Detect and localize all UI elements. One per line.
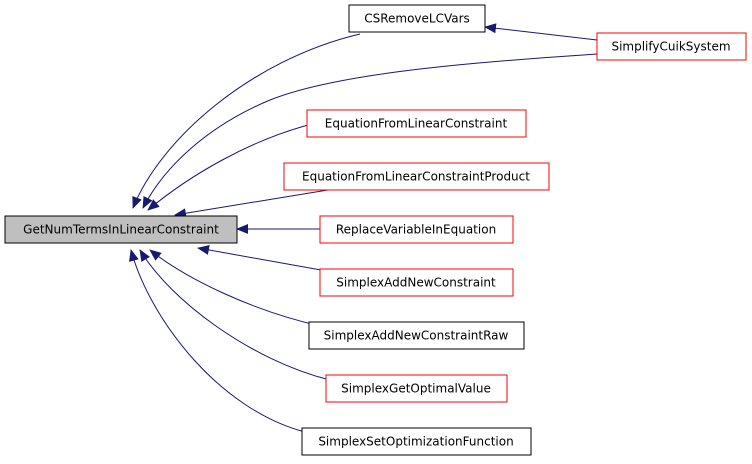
node-label: SimplexAddNewConstraint [336,276,496,290]
edge-simplex-get-optimal-value-to-root [139,249,331,381]
node-box [319,268,514,297]
node-simplify-cuik-system[interactable]: SimplifyCuikSystem [596,32,747,61]
node-box [306,109,527,138]
node-equation-from-linear-constraint[interactable]: EquationFromLinearConstraint [306,109,527,138]
node-simplex-add-new-constraint[interactable]: SimplexAddNewConstraint [319,268,514,297]
node-label: SimplexAddNewConstraintRaw [324,329,509,343]
edge-simplex-add-new-constraint-raw-to-root [149,249,321,327]
node-equation-from-linear-constraint-product[interactable]: EquationFromLinearConstraintProduct [283,162,550,191]
edge-simplify-cuik-system-to-root [142,53,598,209]
node-get-num-terms-in-linear-constraint[interactable]: GetNumTermsInLinearConstraint [4,215,238,244]
root-node-box [4,215,238,244]
edge-simplex-add-new-constraint-to-root [197,245,333,273]
node-label: SimplexGetOptimalValue [341,382,491,396]
node-box [283,162,550,191]
edge-layer [129,23,598,433]
node-box [308,321,525,350]
node-label: CSRemoveLCVars [364,12,470,26]
node-label: EquationFromLinearConstraint [325,117,508,131]
node-simplex-get-optimal-value[interactable]: SimplexGetOptimalValue [325,374,508,403]
node-simplex-set-optimization-function[interactable]: SimplexSetOptimizationFunction [301,427,532,456]
node-label: ReplaceVariableInEquation [336,223,496,237]
node-box [348,4,486,33]
node-label: SimplexSetOptimizationFunction [318,435,513,449]
node-simplex-add-new-constraint-raw[interactable]: SimplexAddNewConstraintRaw [308,321,525,350]
root-node-label: GetNumTermsInLinearConstraint [23,223,219,237]
node-box [325,374,508,403]
node-box [319,215,514,244]
node-label: SimplifyCuikSystem [611,40,730,54]
node-replace-variable-in-equation[interactable]: ReplaceVariableInEquation [319,215,514,244]
edge-simplex-set-optimization-function-to-root [129,249,306,433]
node-box [301,427,532,456]
edge-equation-from-linear-constraint-product-to-root [174,187,341,219]
edge-equation-from-linear-constraint-to-root [147,123,313,211]
edge-simplify-cuik-system-to-cs-remove-lc-vars [484,23,598,41]
node-cs-remove-lc-vars[interactable]: CSRemoveLCVars [348,4,486,33]
node-label: EquationFromLinearConstraintProduct [302,170,530,184]
node-box [596,32,747,61]
edge-cs-remove-lc-vars-to-root [132,33,361,209]
